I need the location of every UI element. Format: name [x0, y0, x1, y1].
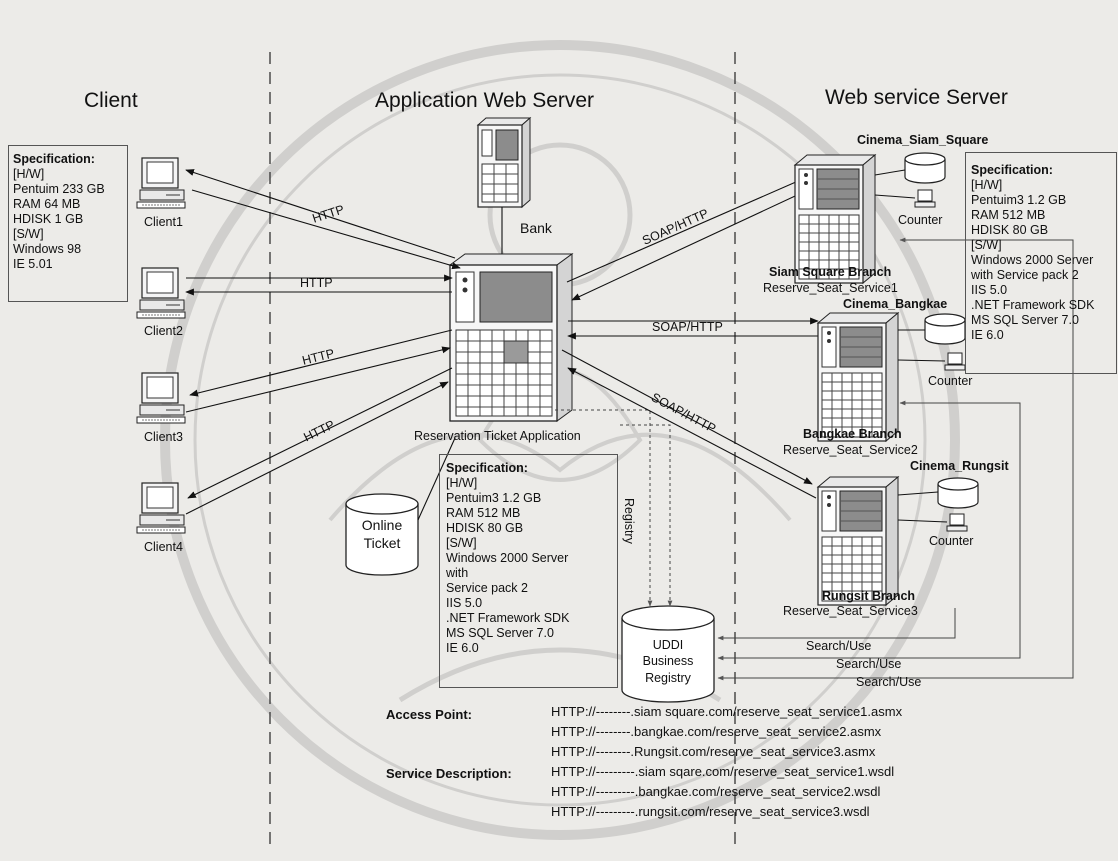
uddi-label-line: Business [636, 653, 700, 669]
http-label: HTTP [300, 276, 333, 291]
app-spec-line: Pentuim3 1.2 GB [446, 491, 569, 506]
client-computer-icon [137, 483, 185, 533]
app-spec-line: RAM 512 MB [446, 506, 569, 521]
counter-label: Counter [898, 213, 942, 228]
branch-cinema-label: Cinema_Bangkae [843, 297, 947, 312]
app-label: Reservation Ticket Application [414, 429, 581, 444]
ws-spec-line: with Service pack 2 [971, 268, 1094, 283]
branch-cinema-label: Cinema_Rungsit [910, 459, 1009, 474]
counter-label: Counter [929, 534, 973, 549]
app-spec-line: .NET Framework SDK [446, 611, 569, 626]
client-spec-line: RAM 64 MB [13, 197, 105, 212]
bangkae-server-icon [818, 313, 898, 441]
counter-pc-icon [945, 353, 965, 370]
client-spec-line: IE 5.01 [13, 257, 105, 272]
app-spec-line: Service pack 2 [446, 581, 569, 596]
service-description-url: HTTP://---------.bangkae.com/reserve_sea… [551, 784, 880, 799]
service-description-label: Service Description: [386, 766, 512, 781]
access-point-label: Access Point: [386, 707, 472, 722]
branch-name-label: Bangkae Branch [803, 427, 902, 442]
search-use-label: Search/Use [806, 639, 871, 654]
uddi-label-line: Registry [636, 670, 700, 686]
app-spec-line: IIS 5.0 [446, 596, 569, 611]
access-point-url: HTTP://--------.siam square.com/reserve_… [551, 704, 902, 719]
app-spec-line: MS SQL Server 7.0 [446, 626, 569, 641]
app-spec-line: HDISK 80 GB [446, 521, 569, 536]
ws-spec: Specification: [H/W] Pentuim3 1.2 GB RAM… [971, 163, 1094, 343]
app-spec-line: IE 6.0 [446, 641, 569, 656]
ws-spec-line: [S/W] [971, 238, 1094, 253]
client-computer-icon [137, 158, 185, 208]
branch-service-label: Reserve_Seat_Service3 [783, 604, 918, 619]
ws-spec-line: [H/W] [971, 178, 1094, 193]
app-spec-line: Windows 2000 Server [446, 551, 569, 566]
ws-spec-box: Specification: [H/W] Pentuim3 1.2 GB RAM… [965, 152, 1117, 374]
app-spec: Specification: [H/W] Pentuim3 1.2 GB RAM… [446, 461, 569, 656]
access-point-url: HTTP://--------.Rungsit.com/reserve_seat… [551, 744, 875, 759]
client-spec-line: Windows 98 [13, 242, 105, 257]
counter-pc-icon [947, 514, 967, 531]
ws-spec-line: HDISK 80 GB [971, 223, 1094, 238]
app-spec-title: Specification: [446, 461, 569, 476]
counter-label: Counter [928, 374, 972, 389]
db-label-line: Online [358, 516, 406, 534]
online-ticket-label: Online Ticket [358, 516, 406, 552]
uddi-label: UDDI Business Registry [636, 637, 700, 686]
siam-db-icon [905, 153, 945, 183]
app-spec-line: with [446, 566, 569, 581]
ws-spec-line: Pentuim3 1.2 GB [971, 193, 1094, 208]
service-description-url: HTTP://---------.siam sqare.com/reserve_… [551, 764, 894, 779]
ws-server-column-title: Web service Server [825, 86, 1008, 110]
app-server-column-title: Application Web Server [375, 89, 594, 113]
ws-spec-line: .NET Framework SDK [971, 298, 1094, 313]
db-label-line: Ticket [358, 534, 406, 552]
client-spec-box: Specification: [H/W] Pentuim 233 GB RAM … [8, 145, 128, 302]
client-computer-icon [137, 268, 185, 318]
branch-name-label: Rungsit Branch [822, 589, 915, 604]
branch-service-label: Reserve_Seat_Service2 [783, 443, 918, 458]
ws-spec-line: RAM 512 MB [971, 208, 1094, 223]
client-label: Client2 [144, 324, 183, 339]
ws-spec-line: Windows 2000 Server [971, 253, 1094, 268]
client-label: Client3 [144, 430, 183, 445]
ws-spec-line: IIS 5.0 [971, 283, 1094, 298]
ws-spec-title: Specification: [971, 163, 1094, 178]
app-spec-line: [S/W] [446, 536, 569, 551]
bangkae-db-icon [925, 314, 965, 344]
rungsit-db-icon [938, 478, 978, 508]
client-label: Client4 [144, 540, 183, 555]
bank-server-icon [478, 118, 530, 207]
client-computer-icon [137, 373, 185, 423]
client-spec-line: Pentuim 233 GB [13, 182, 105, 197]
client-label: Client1 [144, 215, 183, 230]
client-spec: Specification: [H/W] Pentuim 233 GB RAM … [13, 152, 105, 272]
branch-service-label: Reserve_Seat_Service1 [763, 281, 898, 296]
access-point-url: HTTP://--------.bangkae.com/reserve_seat… [551, 724, 881, 739]
client-spec-line: [S/W] [13, 227, 105, 242]
ws-spec-line: MS SQL Server 7.0 [971, 313, 1094, 328]
client-spec-title: Specification: [13, 152, 105, 167]
siam-square-server-icon [795, 155, 875, 283]
app-server-icon [450, 254, 572, 421]
client-column-title: Client [84, 89, 138, 113]
branch-name-label: Siam Square Branch [769, 265, 891, 280]
client-spec-line: HDISK 1 GB [13, 212, 105, 227]
registry-label: Registry [622, 498, 637, 544]
bank-label: Bank [520, 220, 552, 236]
counter-pc-icon [915, 190, 935, 207]
service-description-url: HTTP://---------.rungsit.com/reserve_sea… [551, 804, 870, 819]
branch-cinema-label: Cinema_Siam_Square [857, 133, 988, 148]
ws-spec-line: IE 6.0 [971, 328, 1094, 343]
soap-label: SOAP/HTTP [652, 320, 723, 335]
client-spec-line: [H/W] [13, 167, 105, 182]
rungsit-server-icon [818, 477, 898, 605]
app-spec-box: Specification: [H/W] Pentuim3 1.2 GB RAM… [439, 454, 618, 688]
app-spec-line: [H/W] [446, 476, 569, 491]
search-use-label: Search/Use [856, 675, 921, 690]
search-use-label: Search/Use [836, 657, 901, 672]
uddi-label-line: UDDI [636, 637, 700, 653]
